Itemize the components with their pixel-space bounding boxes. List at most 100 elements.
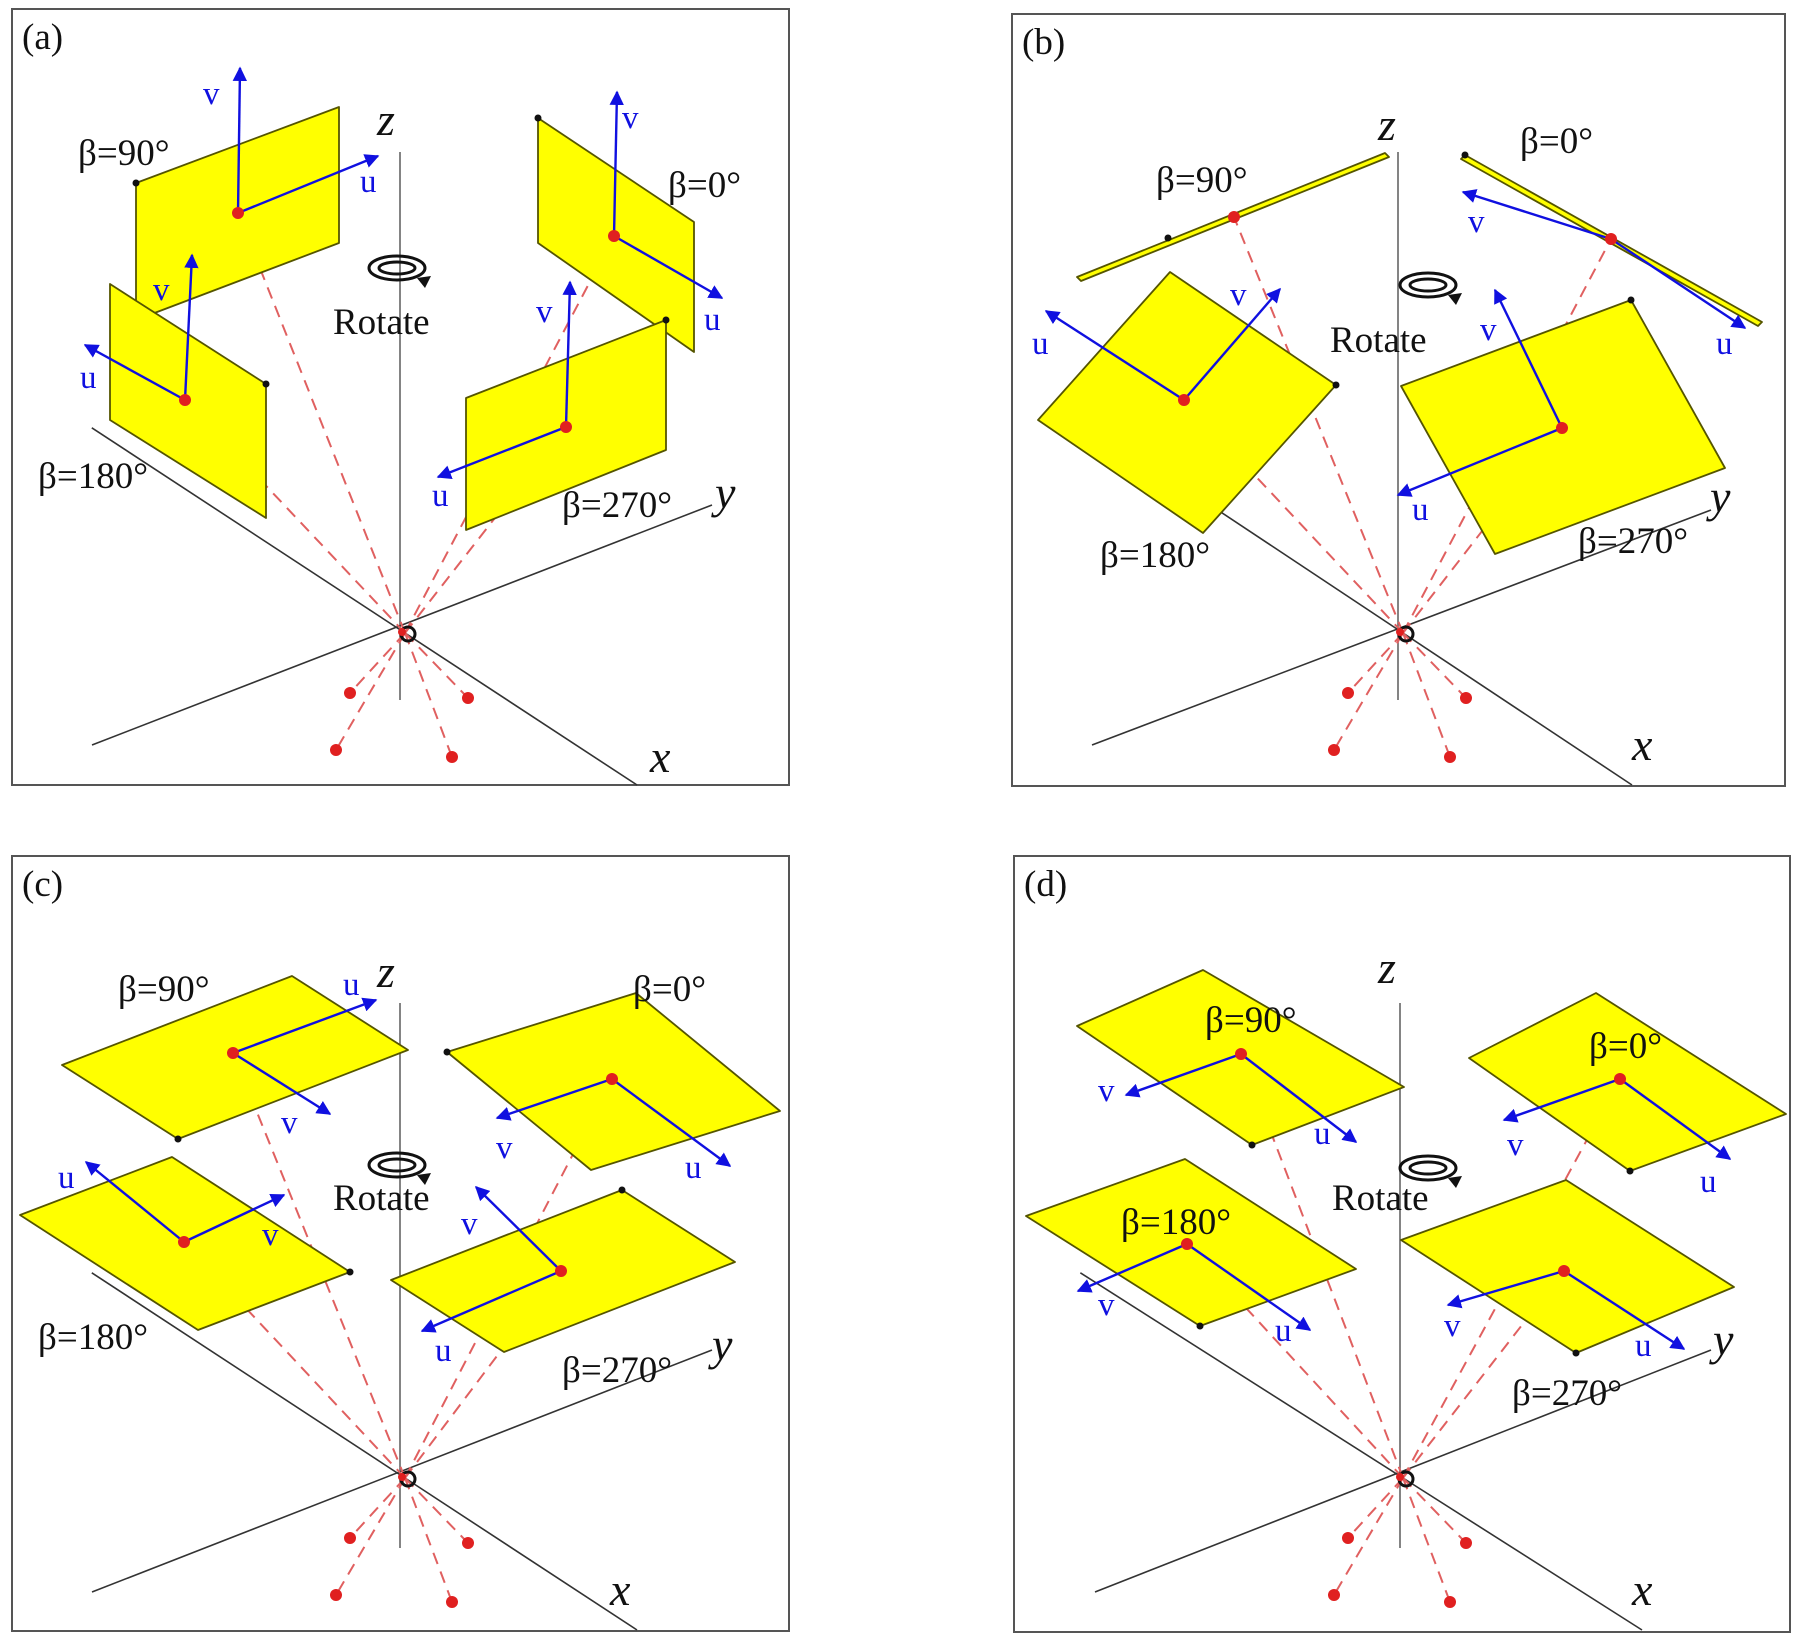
image-point — [1444, 1596, 1456, 1608]
plate-center-point — [178, 1236, 190, 1248]
y-axis-label: y — [1709, 1314, 1734, 1365]
plate-center-point — [179, 394, 191, 406]
rotate-arrow-icon-inner — [1408, 277, 1448, 293]
u-vector — [84, 1161, 185, 1243]
rotate-arrow-icon-outer — [1398, 271, 1458, 299]
beta-label: β=180° — [1121, 1202, 1231, 1243]
panel-label: (b) — [1022, 22, 1065, 63]
rotate-arrow-icon — [1398, 271, 1462, 305]
rotate-label: Rotate — [1330, 320, 1427, 361]
rotate-arrow-icon-inner — [377, 260, 417, 276]
v-vector-label: v — [281, 1105, 298, 1141]
plate-center-point — [232, 207, 244, 219]
beta-label: β=90° — [1156, 160, 1248, 201]
rotate-arrow-icon — [1398, 1154, 1462, 1188]
u-vector — [1044, 309, 1185, 402]
beta-label: β=180° — [38, 1317, 148, 1358]
beta-label: β=180° — [38, 456, 148, 497]
x-axis-back-line — [91, 1272, 406, 1479]
projection-ray — [237, 212, 406, 634]
plate-center-point — [1614, 1073, 1626, 1085]
image-point — [1460, 1537, 1472, 1549]
panel-d: (d)xyzuvβ=90°uvβ=0°uvβ=180°uvβ=270°Rotat… — [1013, 855, 1791, 1633]
rotate-arrow-icon-head — [417, 276, 431, 288]
x-axis-label: x — [1631, 1564, 1653, 1615]
u-vector — [83, 343, 186, 402]
u-vector-label: u — [1635, 1328, 1652, 1364]
plate-corner-marker — [662, 316, 670, 324]
rotate-arrow-icon-head — [1448, 293, 1462, 305]
rotate-arrow-icon-outer — [1398, 1154, 1458, 1182]
u-vector-label: u — [80, 360, 97, 396]
projection-ray — [1333, 1477, 1404, 1596]
beta-label: β=180° — [1100, 535, 1210, 576]
x-axis-line — [404, 1477, 638, 1631]
detector-plate: β=90° — [1076, 152, 1390, 282]
x-axis-label: x — [1631, 719, 1653, 770]
image-point — [1342, 1532, 1354, 1544]
plate-corner-marker — [262, 380, 270, 388]
detector-plate: u v β=0° — [443, 969, 781, 1186]
plate-corner-marker — [1164, 234, 1172, 242]
plate-center-point — [606, 1073, 618, 1085]
plate-center-point — [1556, 422, 1568, 434]
v-vector — [1446, 1269, 1565, 1309]
projection-ray — [404, 1477, 469, 1544]
beta-label: β=90° — [1205, 1000, 1297, 1041]
u-vector-label: u — [360, 164, 377, 200]
u-vector — [237, 154, 380, 215]
u-vector-label: u — [1700, 1164, 1717, 1200]
v-vector-label: v — [496, 1130, 513, 1166]
detector-plate: uvβ=0° — [1468, 992, 1787, 1200]
plate-center-point — [1181, 1238, 1193, 1250]
v-vector-label: v — [262, 1217, 279, 1253]
x-axis-back-line — [91, 427, 406, 634]
image-point — [1460, 692, 1472, 704]
y-axis-label: y — [711, 467, 736, 518]
image-point — [330, 1589, 342, 1601]
u-vector-label: u — [1032, 326, 1049, 362]
beta-label: β=270° — [562, 485, 672, 526]
y-axis-label: y — [708, 1319, 733, 1370]
plate-center-point — [1558, 1265, 1570, 1277]
v-vector — [1493, 288, 1564, 429]
u-vector-label: u — [435, 1333, 452, 1369]
projection-ray — [404, 1270, 562, 1479]
origin-point — [398, 628, 406, 636]
plate-center-point — [560, 421, 572, 433]
detector-plate: uvβ=180° — [1025, 1158, 1357, 1349]
plate-corner-marker — [1461, 151, 1469, 159]
plate-center-point — [1178, 394, 1190, 406]
u-vector — [1240, 1053, 1358, 1143]
plate-corner-marker — [534, 114, 542, 122]
v-vector-label: v — [1098, 1287, 1115, 1323]
u-vector-label: u — [1716, 326, 1733, 362]
x-axis-line — [1402, 632, 1633, 786]
beta-label: β=0° — [1520, 121, 1593, 162]
u-vector — [611, 1078, 732, 1167]
u-vector-label: u — [432, 478, 449, 514]
detector-plate: uvβ=90° — [1076, 969, 1405, 1152]
plate-center-point — [227, 1047, 239, 1059]
v-vector — [1183, 287, 1281, 401]
v-vector — [609, 90, 624, 237]
v-vector-label: v — [1098, 1073, 1115, 1109]
plate-corner-marker — [1626, 1167, 1634, 1175]
plate-corner-marker — [346, 1268, 354, 1276]
rotate-arrow-icon-head — [417, 1173, 431, 1185]
panel-a: (a)xyzuvβ=90°uvβ=0°uvβ=180°uvβ=270°Rotat… — [11, 8, 790, 786]
projection-ray — [1233, 216, 1404, 634]
v-vector-label: v — [536, 294, 553, 330]
beta-label: β=0° — [633, 969, 706, 1010]
plate-corner-marker — [618, 1186, 626, 1194]
plate-surface — [1468, 992, 1787, 1172]
rotate-label: Rotate — [333, 302, 430, 343]
detector-plate: uvβ=180° — [1032, 271, 1340, 576]
u-vector-label: u — [704, 302, 721, 338]
detector-plate: u v β=270° — [432, 280, 672, 531]
v-vector — [232, 66, 248, 214]
projection-ray — [1402, 632, 1451, 758]
u-vector-label: u — [685, 1150, 702, 1186]
u-vector-label: u — [58, 1160, 75, 1196]
